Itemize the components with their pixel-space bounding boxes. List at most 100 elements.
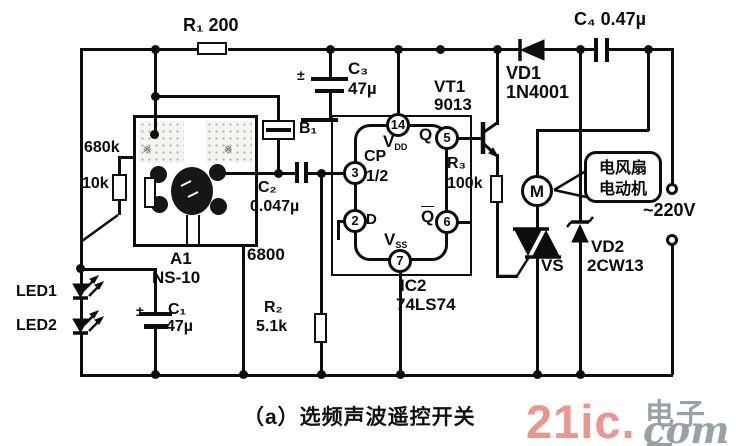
junction-dot — [239, 370, 248, 379]
wire — [118, 201, 121, 215]
r3-resistor — [490, 175, 503, 203]
wire — [311, 77, 348, 81]
wire — [80, 333, 83, 376]
junction-dot — [436, 45, 445, 54]
c4-label: C₄ 0.47µ — [574, 9, 646, 29]
fan-label-line1: 电风扇 — [598, 160, 647, 177]
b1-label: B₁ — [299, 120, 318, 137]
wire — [397, 48, 400, 114]
junction-dot — [76, 264, 85, 273]
wire — [186, 215, 188, 245]
wire — [118, 157, 121, 174]
r2-value: 5.1k — [256, 318, 288, 335]
wire — [144, 324, 168, 329]
r3-value: 100k — [447, 175, 483, 192]
wire — [224, 172, 295, 175]
junction-dot — [493, 45, 502, 54]
wire — [154, 115, 157, 133]
r2-label: R₂ — [264, 299, 283, 316]
wire — [304, 162, 308, 183]
a1-internal-component — [144, 177, 156, 208]
r680k-label: 680k — [84, 139, 120, 156]
c2-value: 0.047µ — [250, 198, 300, 215]
wire — [228, 48, 519, 51]
wire — [295, 162, 299, 183]
ic2-pin-5: 5 — [435, 126, 459, 150]
junction-dot — [317, 169, 326, 178]
wire — [671, 245, 674, 375]
c2-label: C₂ — [258, 179, 277, 196]
ic2-label: IC2 — [400, 276, 427, 295]
wire — [609, 48, 673, 51]
module-hatch-mark: ※ — [224, 145, 233, 156]
junction-dot — [151, 370, 160, 379]
fan-label-line2: 电动机 — [598, 181, 647, 198]
junction-dot — [151, 92, 160, 101]
figure-caption: （a）选频声波遥控开关 — [243, 406, 476, 429]
wire — [329, 48, 332, 77]
vs-label: VS — [541, 256, 564, 275]
module-model-label: NS-10 — [152, 268, 201, 287]
wire — [139, 312, 172, 316]
r1-resistor — [197, 42, 227, 55]
wire — [277, 140, 280, 174]
junction-dot — [396, 370, 405, 379]
r10k-resistor — [112, 174, 127, 201]
ic2-half-label: 1/2 — [366, 168, 389, 185]
junction-dot — [326, 45, 335, 54]
wire — [399, 272, 402, 375]
junction-dot — [317, 370, 326, 379]
wire — [329, 93, 332, 119]
module-id-label: A1 — [170, 249, 192, 268]
r1-label: R₁ 200 — [183, 15, 239, 35]
wire — [301, 118, 338, 122]
vd2-model: 2CW13 — [587, 256, 644, 275]
wire — [277, 95, 280, 122]
r3-label: R₃ — [447, 155, 466, 172]
wire — [320, 172, 323, 313]
wire — [338, 220, 346, 223]
c1-value: 47µ — [166, 318, 194, 335]
vd1-model: 1N4001 — [506, 82, 570, 102]
led2-symbol — [72, 310, 105, 335]
wire — [458, 221, 472, 224]
ic2-vss-label: VSS — [384, 230, 408, 250]
a1-pad — [210, 198, 227, 215]
r2-resistor — [314, 313, 327, 343]
wire — [80, 268, 156, 271]
wire — [579, 48, 582, 222]
wire — [536, 129, 649, 132]
wire — [154, 329, 157, 375]
ic2-pin-6: 6 — [435, 210, 459, 234]
wire — [320, 343, 323, 375]
motor: M — [521, 175, 553, 207]
junction-dot — [150, 130, 159, 139]
module-hatch-mark: ※ — [143, 145, 152, 156]
mains-terminal-top — [666, 183, 678, 195]
ic2-pin-3: 3 — [343, 161, 367, 185]
fan-motor-label-box: 电风扇 电动机 — [584, 151, 662, 203]
wire — [496, 275, 518, 278]
wire — [536, 258, 539, 375]
c3-label: C₃ — [348, 59, 369, 78]
vt1-label: VT1 — [434, 77, 466, 96]
module-input-diagonal-wire — [81, 213, 119, 243]
ic2-pin-2: 2 — [343, 209, 367, 233]
wire — [198, 215, 200, 245]
led2-label: LED2 — [16, 317, 57, 334]
a1-module-panel-right — [206, 121, 252, 163]
mains-terminal-bottom — [666, 234, 678, 246]
r10k-label: 10k — [82, 175, 109, 192]
module-6800-label: 6800 — [247, 245, 285, 264]
wire — [544, 48, 594, 51]
ic2-q-label: Q — [419, 125, 433, 144]
wire — [579, 242, 582, 375]
c1-label: C₁ — [168, 301, 187, 318]
wire — [80, 48, 197, 51]
vt1-transistor — [480, 121, 500, 159]
ic2-pin-14: 14 — [386, 113, 410, 137]
c3-polarity: ± — [297, 67, 305, 83]
vd1-label: VD1 — [506, 63, 542, 83]
junction-dot — [644, 45, 653, 54]
